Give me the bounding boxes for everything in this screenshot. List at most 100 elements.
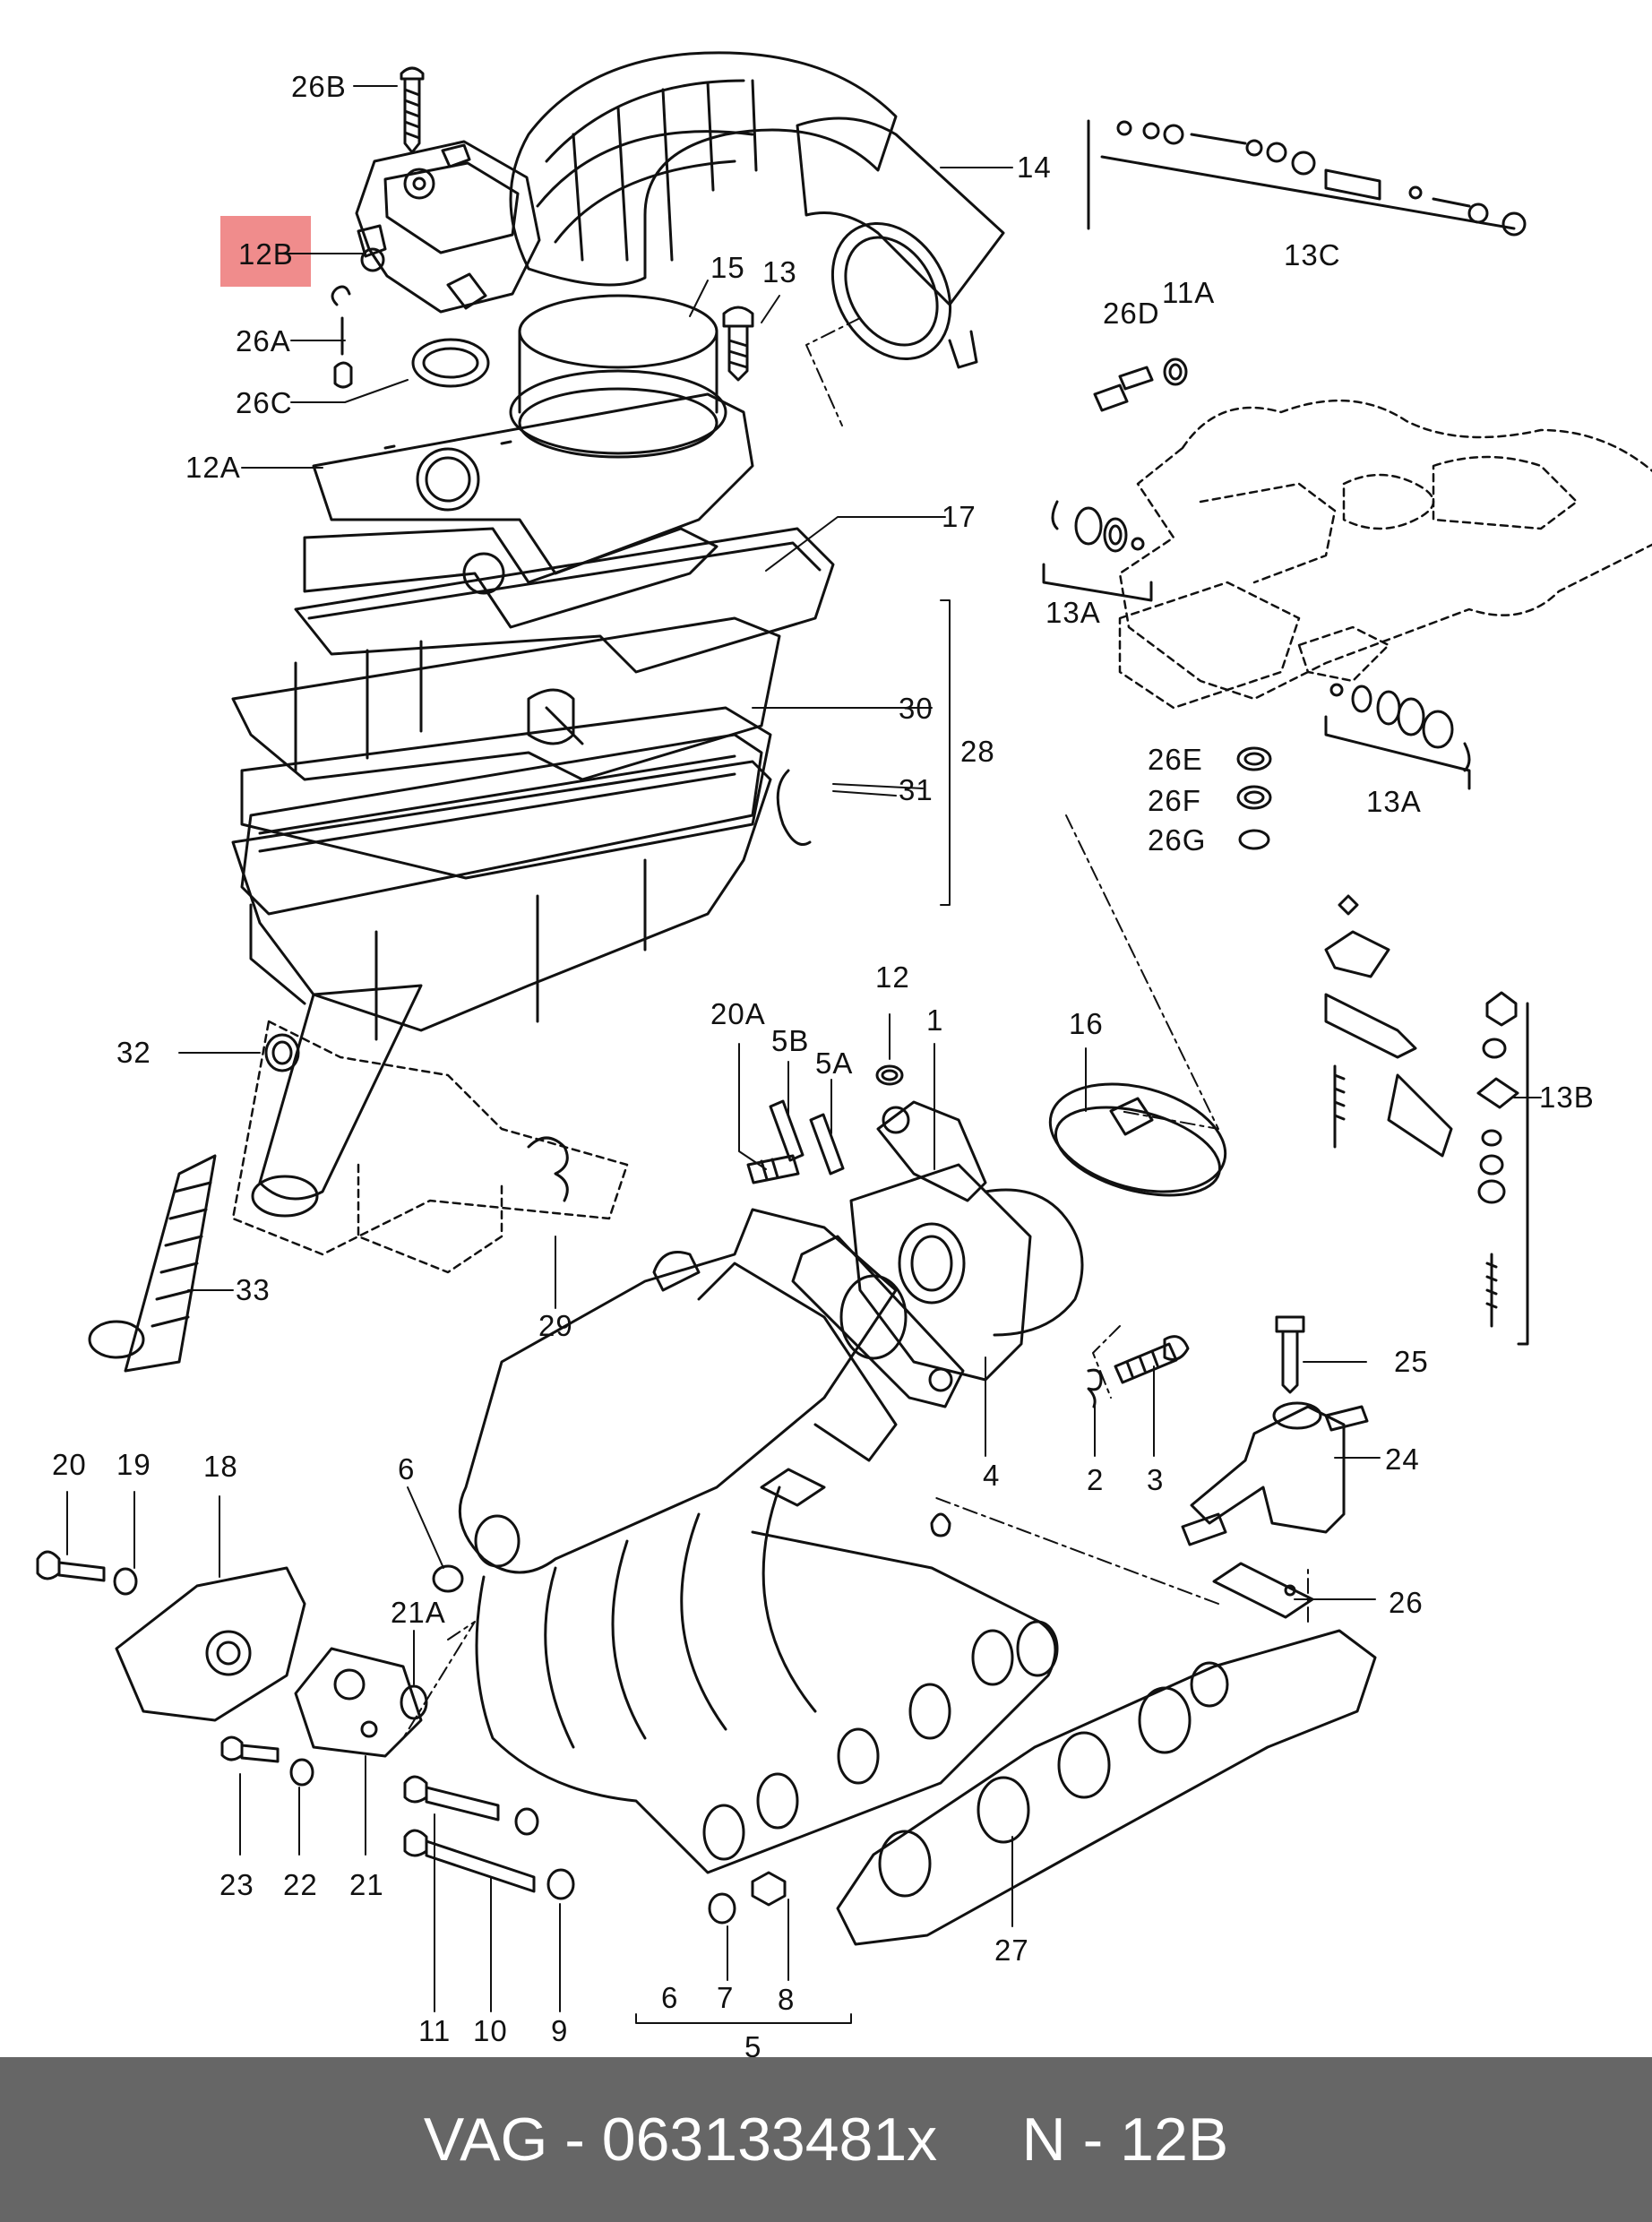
callout-26D: 26D	[1103, 297, 1160, 330]
callout-13: 13	[762, 255, 797, 289]
callout-32: 32	[116, 1036, 151, 1069]
callout-17: 17	[942, 500, 977, 533]
part-24-mount	[1181, 1401, 1369, 1546]
callout-14: 14	[1017, 151, 1052, 184]
highlight-box-12B	[220, 216, 311, 287]
callout-5A: 5A	[815, 1046, 854, 1080]
callout-5: 5	[744, 2030, 762, 2063]
part-17-gasket	[294, 527, 835, 674]
part-26C-gasket	[411, 338, 490, 388]
part-12B-housing	[355, 140, 541, 314]
part-1-throttle-body	[849, 1100, 1084, 1382]
footer-bar: VAG - 063133481x N - 12B	[0, 2057, 1652, 2222]
part-5B-pin	[769, 1099, 804, 1162]
callout-18: 18	[203, 1450, 238, 1483]
callout-26: 26	[1389, 1586, 1424, 1619]
callout-10: 10	[473, 2014, 508, 2047]
callout-16: 16	[1069, 1007, 1104, 1040]
callout-12B: 12B	[238, 237, 294, 271]
guide-lines	[402, 317, 1309, 1739]
part-26E-washer	[1236, 746, 1272, 771]
callout-11A: 11A	[1162, 276, 1216, 309]
part-23-bolt	[220, 1735, 280, 1763]
callout-1: 1	[926, 1003, 944, 1037]
callout-4: 4	[983, 1459, 1001, 1492]
callout-21: 21	[349, 1868, 384, 1901]
part-7-washer	[708, 1892, 736, 1925]
part-9-washers	[514, 1807, 575, 1900]
part-20A-stud	[746, 1154, 800, 1184]
callout-29: 29	[538, 1309, 573, 1342]
callout-19: 19	[116, 1448, 151, 1481]
part-20-bolt	[36, 1550, 106, 1582]
part-11-bolt	[403, 1775, 500, 1822]
part-16-clamp	[1048, 1082, 1227, 1197]
part-13B-bracket-set	[1324, 894, 1529, 1346]
callout-27: 27	[994, 1933, 1029, 1967]
part-intake-hose	[509, 51, 1005, 369]
part-29-clip	[527, 1136, 569, 1202]
part-lower-box	[231, 760, 812, 1041]
callout-20A: 20A	[710, 997, 766, 1030]
part-26G-oring	[1238, 829, 1270, 850]
callout-26C: 26C	[236, 386, 293, 419]
callout-5B: 5B	[771, 1024, 810, 1057]
callout-12: 12	[875, 960, 910, 994]
callout-30: 30	[899, 692, 934, 725]
part-22-washer	[289, 1758, 314, 1787]
callout-23: 23	[219, 1868, 254, 1901]
callout-13B: 13B	[1539, 1081, 1595, 1114]
callout-21A: 21A	[391, 1596, 446, 1629]
footer-reference: N - 12B	[1021, 2106, 1229, 2174]
part-26B-screw	[400, 66, 425, 154]
part-33-hose	[88, 1154, 217, 1373]
footer-spacer	[937, 2105, 1021, 2175]
part-12-washer	[875, 1064, 904, 1086]
part-13A-seals-upper	[1042, 500, 1153, 602]
callout-26B: 26B	[291, 70, 347, 103]
part-30-filter-element	[240, 733, 763, 916]
footer-part-number: VAG - 063133481x	[423, 2106, 938, 2174]
callout-20: 20	[52, 1448, 87, 1481]
part-5A-pin	[809, 1113, 845, 1176]
callout-12A: 12A	[185, 451, 241, 484]
exploded-parts-diagram	[36, 51, 1652, 2024]
part-26-plate	[1212, 1562, 1314, 1619]
callout-25: 25	[1394, 1345, 1429, 1378]
part-8-nut	[751, 1871, 787, 1907]
part-32-grommet	[264, 1033, 300, 1072]
part-13-screw	[722, 306, 754, 382]
callout-26G: 26G	[1148, 823, 1207, 857]
part-12A-upper-housing	[303, 392, 754, 629]
part-2-clip	[1087, 1368, 1103, 1408]
callout-3: 3	[1147, 1463, 1165, 1496]
part-18-housing	[115, 1566, 306, 1722]
part-snorkel	[251, 984, 423, 1218]
part-26A-clip	[331, 285, 353, 389]
part-26F-washer	[1236, 785, 1272, 810]
callout-6-lower: 6	[661, 1981, 679, 2014]
callout-22: 22	[283, 1868, 318, 1901]
callout-31: 31	[899, 773, 934, 806]
callout-33: 33	[236, 1273, 271, 1306]
callout-13A-lower: 13A	[1366, 785, 1422, 818]
part-4-gasket	[791, 1235, 965, 1408]
part-intake-manifold	[458, 1208, 1059, 1874]
callout-7: 7	[717, 1981, 735, 2014]
part-21-flange	[294, 1647, 423, 1758]
part-28-filter-housing	[231, 616, 781, 880]
callout-8: 8	[778, 1983, 796, 2016]
callout-6-upper: 6	[398, 1452, 416, 1486]
callout-13C: 13C	[1284, 238, 1341, 271]
callout-13A-upper: 13A	[1045, 596, 1101, 629]
part-engine-block-dashed	[231, 399, 1652, 1274]
part-15-ring	[509, 294, 727, 459]
callout-24: 24	[1385, 1443, 1420, 1476]
callout-15: 15	[710, 251, 745, 284]
leader-lines	[66, 85, 1542, 2024]
part-19-washer	[113, 1567, 138, 1596]
part-27-gasket	[836, 1629, 1377, 1946]
part-11A-washer	[1163, 357, 1188, 386]
part-21A-oring	[400, 1684, 428, 1720]
part-13C-injector-set	[1087, 119, 1527, 237]
